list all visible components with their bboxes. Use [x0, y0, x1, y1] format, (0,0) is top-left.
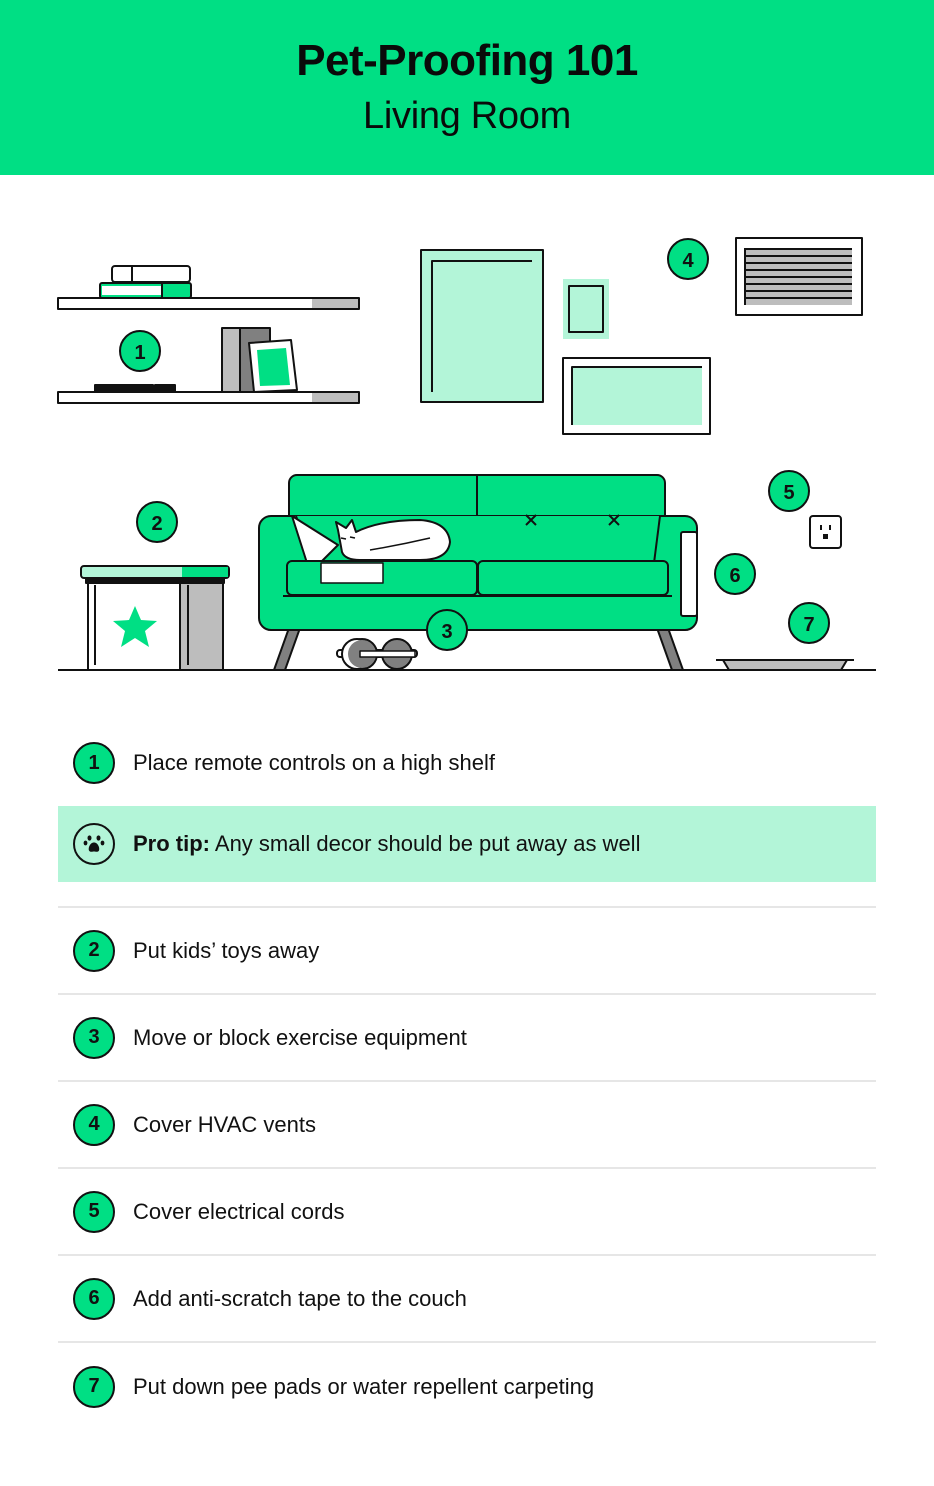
- couch: [258, 474, 698, 671]
- marker-2: 2: [136, 501, 178, 543]
- item-text: Add anti-scratch tape to the couch: [133, 1285, 467, 1311]
- dumbbells: [336, 638, 418, 670]
- svg-text:4: 4: [682, 250, 694, 272]
- list-item: 5 Cover electrical cords: [58, 1169, 876, 1256]
- marker-3: 3: [426, 609, 468, 651]
- pro-tip-banner: Pro tip: Any small decor should be put a…: [58, 806, 876, 882]
- marker-4: 4: [667, 238, 709, 280]
- svg-text:3: 3: [441, 621, 452, 643]
- number-badge: 6: [73, 1277, 115, 1320]
- number-badge: 4: [73, 1103, 115, 1146]
- living-room-illustration: 1 4: [57, 237, 876, 671]
- number-badge: 7: [73, 1365, 115, 1408]
- pee-pad-tray: [716, 659, 854, 671]
- hvac-vent: [735, 237, 863, 316]
- item-text: Cover HVAC vents: [133, 1111, 316, 1137]
- marker-5: 5: [768, 470, 810, 512]
- number-badge: 2: [73, 929, 115, 972]
- list-item: 4 Cover HVAC vents: [58, 1082, 876, 1169]
- list-item: 7 Put down pee pads or water repellent c…: [58, 1343, 876, 1430]
- page-subtitle: Living Room: [363, 95, 571, 137]
- number-badge: 5: [73, 1190, 115, 1233]
- outlet: [809, 515, 842, 549]
- item-text: Place remote controls on a high shelf: [133, 750, 495, 775]
- pro-tip-text: Pro tip: Any small decor should be put a…: [133, 831, 640, 857]
- svg-text:1: 1: [134, 342, 145, 364]
- marker-6: 6: [714, 553, 756, 595]
- item-text: Put kids’ toys away: [133, 937, 320, 963]
- page-title: Pet-Proofing 101: [296, 36, 638, 85]
- svg-text:6: 6: [729, 565, 740, 587]
- pro-tip-body: Any small decor should be put away as we…: [210, 831, 641, 856]
- item-text: Cover electrical cords: [133, 1198, 345, 1224]
- number-badge: 1: [73, 742, 115, 784]
- item-text: Put down pee pads or water repellent car…: [133, 1373, 595, 1399]
- wall-frames: [420, 249, 711, 435]
- divider: [58, 906, 876, 908]
- item-text: Move or block exercise equipment: [133, 1024, 467, 1050]
- marker-1: 1: [119, 330, 161, 372]
- list-item: 6 Add anti-scratch tape to the couch: [58, 1256, 876, 1343]
- marker-7: 7: [788, 602, 830, 644]
- number-badge: 3: [73, 1016, 115, 1059]
- pro-tip-label: Pro tip:: [133, 831, 210, 856]
- paw-icon: [73, 823, 115, 865]
- shelves-illustration: [57, 265, 360, 404]
- svg-text:2: 2: [151, 513, 162, 535]
- list-item: 1 Place remote controls on a high shelf: [58, 720, 876, 806]
- header-banner: Pet-Proofing 101 Living Room: [0, 0, 934, 175]
- checklist: 1 Place remote controls on a high shelf …: [58, 720, 876, 1430]
- svg-text:5: 5: [783, 482, 794, 504]
- svg-text:7: 7: [803, 614, 814, 636]
- list-item: 3 Move or block exercise equipment: [58, 995, 876, 1082]
- list-item: 2 Put kids’ toys away: [58, 908, 876, 995]
- toy-box: [80, 565, 230, 671]
